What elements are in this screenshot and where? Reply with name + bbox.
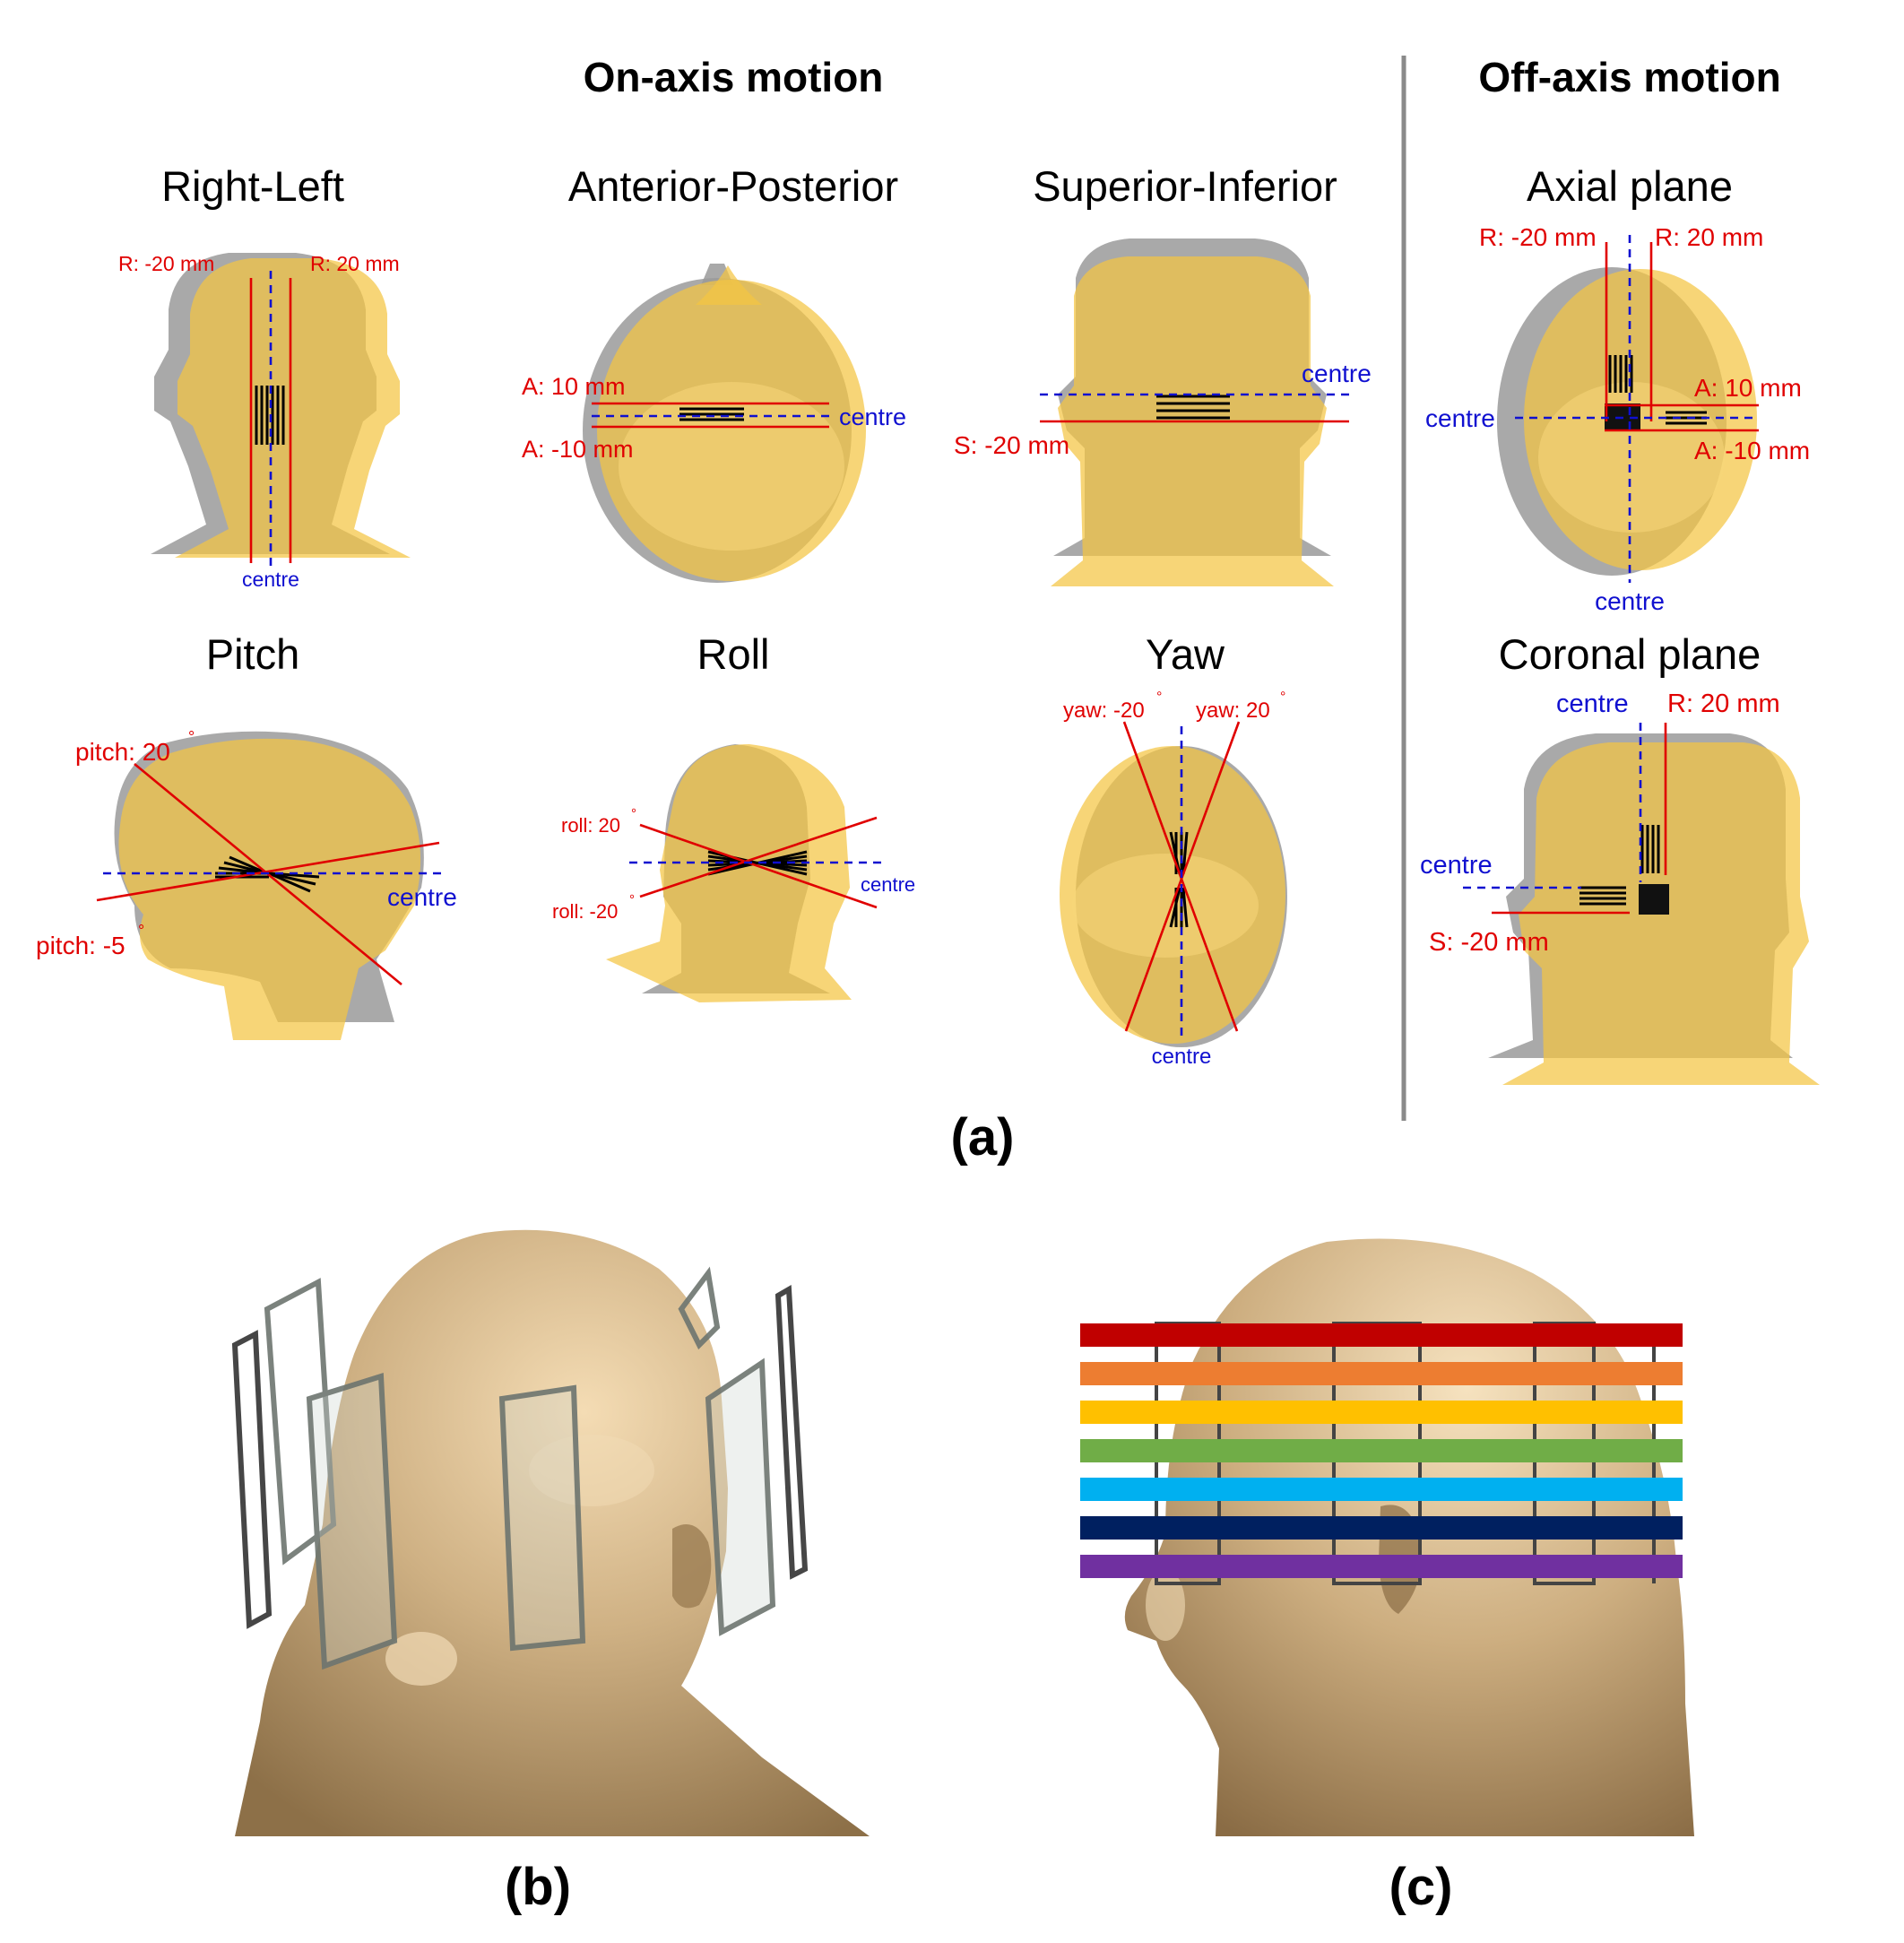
stripe-1 <box>1080 1323 1683 1347</box>
title-yaw: Yaw <box>1146 630 1225 678</box>
stripe-5 <box>1080 1478 1683 1501</box>
panel-label-a: (a) <box>951 1108 1015 1167</box>
title-roll: Roll <box>697 630 770 678</box>
rl-neg-label: R: -20 mm <box>118 252 214 275</box>
title-superior-inferior: Superior-Inferior <box>1033 162 1337 210</box>
panel-right-left: R: -20 mm R: 20 mm centre <box>118 252 411 591</box>
panel-c-head-stripes <box>1080 1239 1694 1836</box>
rl-pos-label: R: 20 mm <box>310 252 400 275</box>
stripe-6 <box>1080 1516 1683 1540</box>
panel-superior-inferior: centre S: -20 mm <box>954 239 1372 586</box>
panel-yaw: yaw: -20 ° yaw: 20 ° centre <box>1060 690 1287 1069</box>
off-axis-header: Off-axis motion <box>1478 54 1780 100</box>
title-axial-plane: Axial plane <box>1527 162 1733 210</box>
ap-centre-label: centre <box>839 403 906 430</box>
roll-centre-label: centre <box>861 873 915 896</box>
cor-centre-top-label: centre <box>1556 690 1629 718</box>
stripe-3 <box>1080 1401 1683 1424</box>
stripe-2 <box>1080 1362 1683 1385</box>
panel-coronal-plane: centre R: 20 mm centre S: -20 mm <box>1420 690 1820 1085</box>
yaw-pos-degree: ° <box>1280 690 1285 705</box>
stripe-7 <box>1080 1555 1683 1578</box>
pitch-pos-degree: ° <box>188 728 195 746</box>
yaw-pos-label: yaw: 20 <box>1196 698 1270 723</box>
stripe-4 <box>1080 1439 1683 1462</box>
title-right-left: Right-Left <box>161 162 344 210</box>
ap-pos-label: A: 10 mm <box>522 373 626 400</box>
title-anterior-posterior: Anterior-Posterior <box>568 162 898 210</box>
yaw-neg-degree: ° <box>1156 690 1162 705</box>
cor-s-neg-label: S: -20 mm <box>1429 928 1549 957</box>
title-pitch: Pitch <box>206 630 300 678</box>
ax-r-neg-label: R: -20 mm <box>1479 223 1597 251</box>
pitch-pos-label: pitch: 20 <box>75 738 170 766</box>
panel-b-head-model <box>235 1230 870 1836</box>
roll-pos-degree: ° <box>631 806 636 821</box>
on-axis-header: On-axis motion <box>584 54 884 100</box>
ax-a-neg-label: A: -10 mm <box>1694 437 1810 464</box>
yaw-neg-label: yaw: -20 <box>1063 698 1145 723</box>
pitch-neg-label: pitch: -5 <box>36 932 125 959</box>
roll-neg-label: roll: -20 <box>552 900 618 923</box>
ax-a-pos-label: A: 10 mm <box>1694 374 1802 402</box>
ax-r-pos-label: R: 20 mm <box>1655 223 1763 251</box>
pitch-centre-label: centre <box>387 883 457 911</box>
panel-label-c: (c) <box>1389 1858 1453 1916</box>
panel-anterior-posterior: A: 10 mm A: -10 mm centre <box>522 264 906 583</box>
pitch-neg-degree: ° <box>138 922 144 940</box>
cor-centre-left-label: centre <box>1420 851 1493 880</box>
si-centre-label: centre <box>1302 360 1372 387</box>
ap-neg-label: A: -10 mm <box>522 436 634 463</box>
panel-roll: roll: 20 ° roll: -20 ° centre <box>552 744 915 1002</box>
panel-pitch: pitch: 20 ° pitch: -5 ° centre <box>36 728 457 1040</box>
roll-pos-label: roll: 20 <box>561 814 620 837</box>
ax-centre-left-label: centre <box>1425 404 1495 432</box>
rl-centre-label: centre <box>242 568 299 591</box>
panel-axial-plane: R: -20 mm R: 20 mm A: 10 mm A: -10 mm ce… <box>1425 223 1810 615</box>
yaw-centre-label: centre <box>1152 1045 1212 1069</box>
roll-neg-degree: ° <box>629 892 635 907</box>
panel-label-b: (b) <box>505 1858 571 1916</box>
title-coronal-plane: Coronal plane <box>1499 630 1761 678</box>
si-neg-label: S: -20 mm <box>954 431 1069 459</box>
cor-r-pos-label: R: 20 mm <box>1667 690 1780 718</box>
coronal-dot-grid <box>1639 884 1669 915</box>
ax-centre-bottom-label: centre <box>1595 587 1665 615</box>
